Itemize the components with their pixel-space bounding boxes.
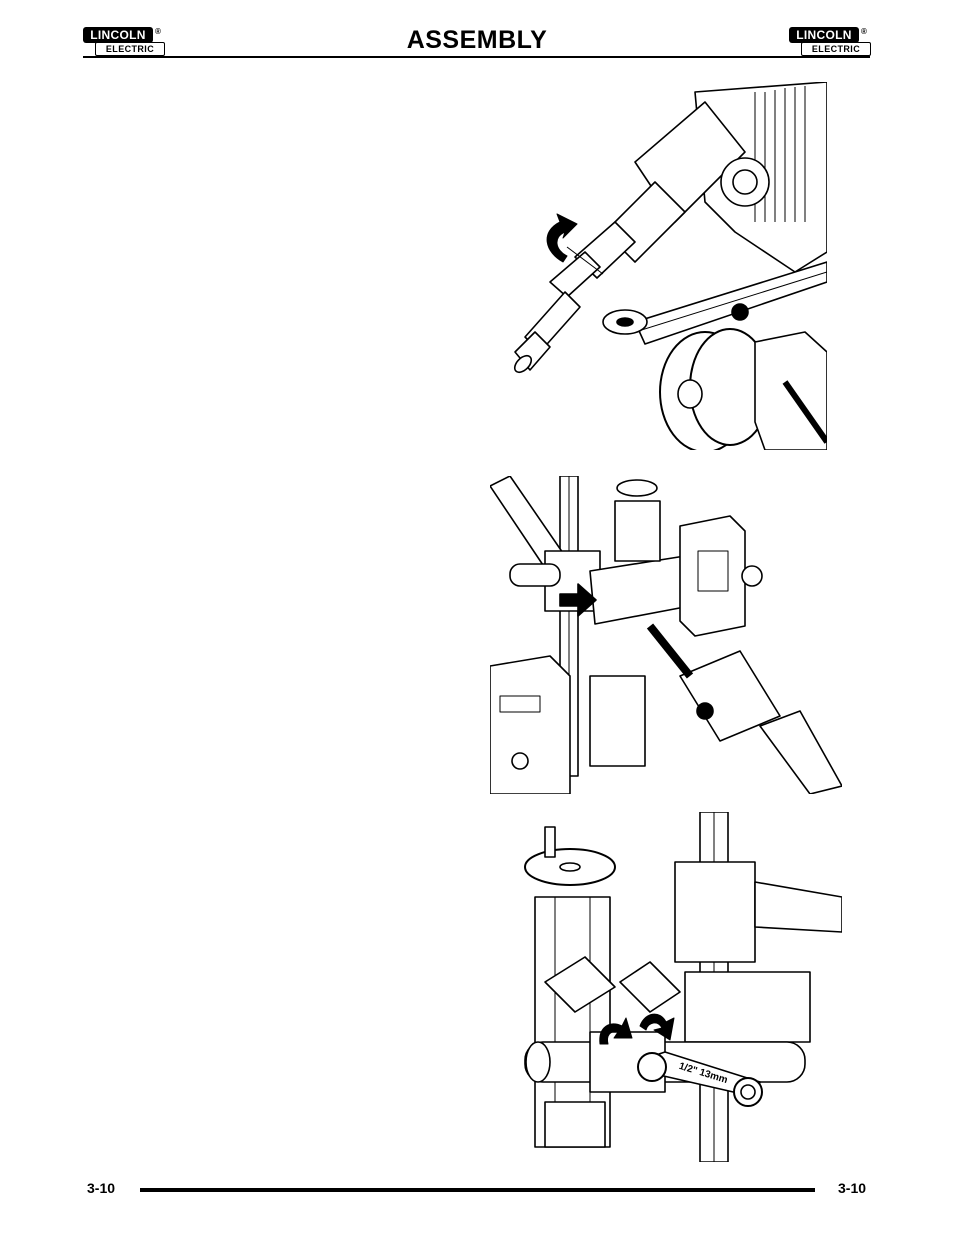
slide-mount-illustration xyxy=(490,476,842,794)
page-number-right: 3-10 xyxy=(838,1180,867,1196)
torch-nozzle-illustration xyxy=(505,82,827,450)
logo-line2: ELECTRIC xyxy=(801,42,871,56)
footer-rule xyxy=(140,1188,815,1192)
logo-line1: LINCOLN xyxy=(789,27,859,43)
logo-registered-mark: ® xyxy=(155,27,161,36)
page-title: ASSEMBLY xyxy=(406,26,548,54)
logo-line2: ELECTRIC xyxy=(95,42,165,56)
wrench-tightening-illustration: 1/2" 13mm xyxy=(490,812,842,1162)
logo-registered-mark: ® xyxy=(861,27,867,36)
header-rule xyxy=(83,56,870,58)
page-number-left: 3-10 xyxy=(87,1180,116,1196)
lincoln-electric-logo-left: LINCOLN ® ELECTRIC xyxy=(83,27,165,57)
lincoln-electric-logo-right: LINCOLN ® ELECTRIC xyxy=(789,27,871,57)
logo-line1: LINCOLN xyxy=(83,27,153,43)
